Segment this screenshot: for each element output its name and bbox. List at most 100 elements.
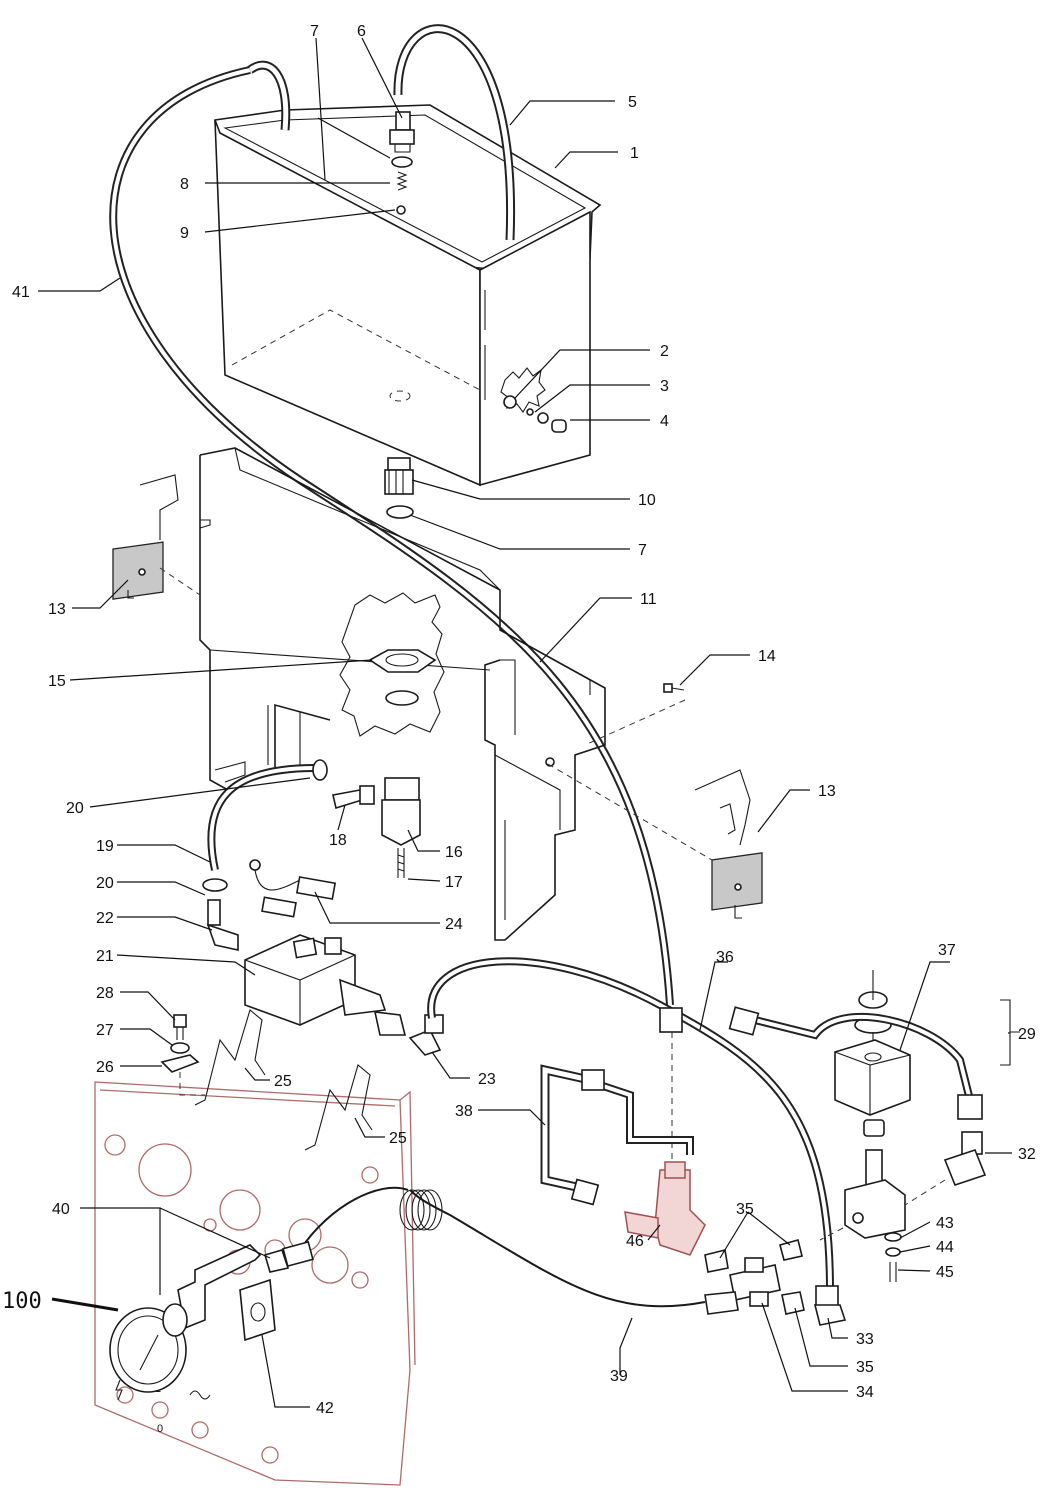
steam-symbol-icon — [189, 1390, 211, 1400]
switch-off-label: 0 — [157, 1423, 163, 1435]
callout-44: 44 — [936, 1239, 954, 1256]
sensor-24 — [249, 859, 337, 918]
callout-5: 5 — [628, 94, 637, 111]
callout-35-bottom: 35 — [856, 1359, 874, 1376]
cross-fitting-34 — [729, 1257, 781, 1307]
fitting-36 — [659, 1007, 683, 1033]
washer-44 — [885, 1247, 901, 1257]
nut-38-bottom — [570, 1178, 600, 1206]
callout-21: 21 — [96, 948, 114, 965]
elbow-23 — [408, 1014, 444, 1056]
bracket-13-right — [694, 769, 763, 919]
callout-11: 11 — [640, 591, 657, 608]
callout-13-right: 13 — [818, 783, 836, 800]
pump-21 — [244, 934, 407, 1036]
frame-11 — [199, 447, 606, 941]
elbow-32 — [943, 1131, 987, 1186]
tube-5-core — [395, 26, 514, 241]
callout-15: 15 — [48, 673, 66, 690]
clamp-20-top — [312, 759, 328, 781]
callout-41: 41 — [12, 284, 30, 301]
align-line-13-left — [159, 567, 201, 596]
callout-39: 39 — [610, 1368, 628, 1385]
nipple-18 — [332, 785, 375, 810]
callout-10: 10 — [638, 492, 656, 509]
callout-32: 32 — [1018, 1146, 1036, 1163]
water-tank — [214, 104, 602, 487]
callout-38: 38 — [455, 1103, 473, 1120]
callout-36: 36 — [716, 949, 734, 966]
callout-24: 24 — [445, 916, 463, 933]
callout-42: 42 — [316, 1400, 334, 1417]
nut-39 — [704, 1291, 739, 1315]
callout-2: 2 — [660, 343, 669, 360]
screw-28 — [173, 1014, 187, 1040]
part-26 — [160, 1054, 200, 1073]
callout-7-top: 7 — [310, 23, 319, 40]
callout-35-top: 35 — [736, 1201, 754, 1218]
callout-3: 3 — [660, 378, 669, 395]
callout-13-left: 13 — [48, 601, 66, 618]
align-line-32 — [904, 1179, 946, 1206]
tube-19 — [207, 764, 316, 871]
callout-40: 40 — [52, 1201, 70, 1218]
elbow-22 — [206, 899, 239, 951]
align-line-33 — [819, 1227, 844, 1241]
pipe-38-inner — [598, 1081, 694, 1155]
callout-8: 8 — [180, 176, 189, 193]
elbow-33 — [813, 1285, 847, 1326]
callout-14: 14 — [758, 648, 776, 665]
callout-20-top: 20 — [66, 800, 84, 817]
callout-20-bottom: 20 — [96, 875, 114, 892]
screw-4 — [551, 419, 567, 433]
callout-43: 43 — [936, 1215, 954, 1232]
washer-3b — [537, 412, 549, 424]
callout-34: 34 — [856, 1384, 874, 1401]
tube-5 — [393, 24, 516, 241]
washer-27 — [170, 1042, 190, 1054]
callout-18: 18 — [329, 832, 347, 849]
spring-25-b — [304, 1064, 373, 1151]
callout-4: 4 — [660, 413, 669, 430]
align-line-26 — [179, 1072, 205, 1096]
screw-17 — [397, 848, 405, 878]
callout-6: 6 — [357, 23, 366, 40]
align-line-14 — [584, 699, 686, 746]
bracket-13-left — [112, 474, 179, 600]
coil-39 — [399, 1189, 443, 1231]
o-ring-7-top — [391, 156, 413, 168]
callout-9: 9 — [180, 225, 189, 242]
callout-25-a: 25 — [274, 1073, 292, 1090]
callout-25-b: 25 — [389, 1130, 407, 1147]
callout-28: 28 — [96, 985, 114, 1002]
nut-2 — [503, 395, 517, 409]
fitting-40 — [264, 1240, 314, 1273]
spring-8 — [396, 171, 408, 191]
callout-7-bottom: 7 — [638, 542, 647, 559]
callout-37: 37 — [938, 942, 956, 959]
leader-lines — [38, 37, 1012, 1408]
solenoid-valve-29 — [834, 1039, 911, 1239]
nut-38-top — [581, 1069, 605, 1091]
callout-26: 26 — [96, 1059, 114, 1076]
callout-100: 100 — [2, 1289, 42, 1314]
align-line-13-right — [547, 763, 713, 861]
o-ring-15 — [385, 690, 419, 706]
callout-labels: 7 6 5 1 8 9 41 2 3 4 10 7 13 11 14 15 13… — [2, 23, 1036, 1417]
fitting-16 — [381, 777, 421, 846]
nut-35-left — [704, 1249, 729, 1273]
callout-16: 16 — [445, 844, 463, 861]
pressure-gauge-100 — [109, 1303, 188, 1393]
tee-fitting-46 — [624, 1161, 706, 1256]
nut-15 — [368, 649, 437, 673]
frame-cutaway — [339, 592, 445, 737]
washer-3 — [526, 408, 534, 416]
fitting-10 — [384, 457, 414, 495]
callout-17: 17 — [445, 874, 463, 891]
nut-35-right — [779, 1239, 803, 1261]
callout-1: 1 — [630, 145, 639, 162]
bracket-42 — [177, 1244, 276, 1342]
nut-37-left — [728, 1006, 760, 1036]
front-panel: 1 0 — [94, 1081, 416, 1486]
